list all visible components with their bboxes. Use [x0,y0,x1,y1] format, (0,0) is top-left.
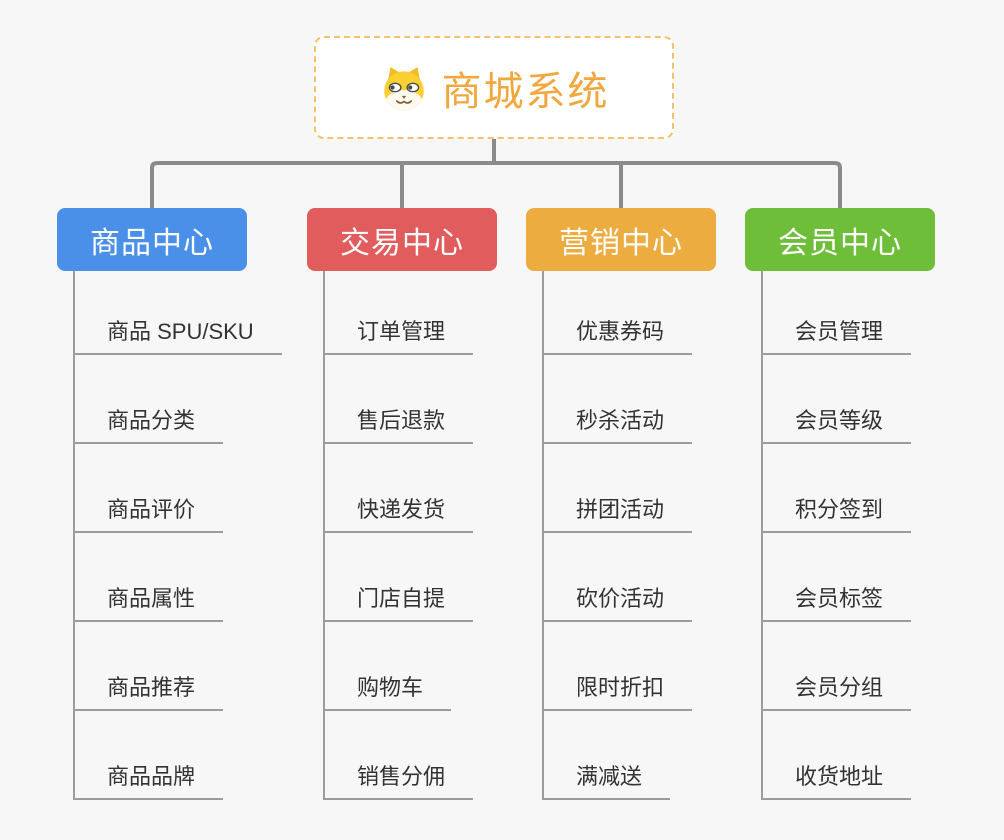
sub-topic-item[interactable]: 快递发货 [324,444,474,533]
sub-topic-label: 限时折扣 [576,675,665,700]
sub-topic-label: 门店自提 [357,586,446,611]
sub-topic-item[interactable]: 优惠券码 [543,271,693,355]
branch-trunk-line [73,271,75,800]
sub-topic-label: 售后退款 [357,408,446,433]
sub-topic-label: 商品 SPU/SKU [107,319,254,344]
sub-topic-item[interactable]: 订单管理 [324,271,474,355]
sub-topic-item[interactable]: 满减送 [543,711,671,800]
sub-topic-item[interactable]: 会员标签 [762,533,912,622]
branch-trunk-line [761,271,763,800]
sub-topic-label: 会员标签 [795,586,884,611]
sub-topic-item[interactable]: 秒杀活动 [543,355,693,444]
branch-items: 商品 SPU/SKU 商品分类商品评价商品属性商品推荐商品品牌 [74,271,282,800]
branch-trunk-line [323,271,325,800]
sub-topic-label: 销售分佣 [357,764,446,789]
sub-topic-label: 会员等级 [795,408,884,433]
sub-topic-label: 砍价活动 [576,586,665,611]
branch-column-3: 营销中心 优惠券码秒杀活动拼团活动砍价活动限时折扣满减送 [526,208,716,800]
branch-header-label: 会员中心 [778,226,902,260]
branch-column-2: 交易中心 订单管理售后退款快递发货门店自提购物车销售分佣 [307,208,497,800]
sub-topic-item[interactable]: 商品分类 [74,355,224,444]
root-title: 商城系统 [441,69,610,114]
sub-topic-label: 商品品牌 [107,764,196,789]
branch-items: 订单管理售后退款快递发货门店自提购物车销售分佣 [324,271,497,800]
branch-rail-line [150,161,842,208]
branch-header-label: 商品中心 [90,226,214,260]
sub-topic-label: 商品推荐 [107,675,196,700]
sub-topic-item[interactable]: 购物车 [324,622,452,711]
sub-topic-item[interactable]: 商品评价 [74,444,224,533]
branch-header[interactable]: 会员中心 [745,208,935,271]
sub-topic-label: 商品分类 [107,408,196,433]
sub-topic-label: 商品评价 [107,497,196,522]
dog-face-icon [379,63,429,113]
sub-topic-item[interactable]: 砍价活动 [543,533,693,622]
sub-topic-label: 商品属性 [107,586,196,611]
sub-topic-item[interactable]: 门店自提 [324,533,474,622]
sub-topic-item[interactable]: 限时折扣 [543,622,693,711]
branch-header-label: 交易中心 [340,226,464,260]
sub-topic-item[interactable]: 销售分佣 [324,711,474,800]
sub-topic-item[interactable]: 积分签到 [762,444,912,533]
sub-topic-label: 会员管理 [795,319,884,344]
sub-topic-item[interactable]: 拼团活动 [543,444,693,533]
sub-topic-item[interactable]: 会员等级 [762,355,912,444]
branch-items: 会员管理会员等级积分签到会员标签会员分组收货地址 [762,271,935,800]
sub-topic-label: 秒杀活动 [576,408,665,433]
sub-topic-label: 快递发货 [357,497,446,522]
sub-topic-label: 拼团活动 [576,497,665,522]
branches-row: 商品中心 商品 SPU/SKU 商品分类商品评价商品属性商品推荐商品品牌 交易中心… [0,208,1004,808]
sub-topic-label: 满减送 [576,764,643,789]
sub-topic-item[interactable]: 会员管理 [762,271,912,355]
root-node[interactable]: 商城系统 [314,36,674,139]
sub-topic-label: 积分签到 [795,497,884,522]
sub-topic-item[interactable]: 收货地址 [762,711,912,800]
branch-column-1: 商品中心 商品 SPU/SKU 商品分类商品评价商品属性商品推荐商品品牌 [57,208,282,800]
sub-topic-label: 订单管理 [357,319,446,344]
sub-topic-item[interactable]: 会员分组 [762,622,912,711]
branch-header[interactable]: 营销中心 [526,208,716,271]
sub-topic-label: 收货地址 [795,764,884,789]
sub-topic-item[interactable]: 售后退款 [324,355,474,444]
sub-topic-label: 优惠券码 [576,319,665,344]
sub-topic-item[interactable]: 商品属性 [74,533,224,622]
sub-topic-label: 会员分组 [795,675,884,700]
branch-trunk-line [542,271,544,800]
sub-topic-item[interactable]: 商品推荐 [74,622,224,711]
branch-column-4: 会员中心 会员管理会员等级积分签到会员标签会员分组收货地址 [745,208,935,800]
sub-topic-label: 购物车 [357,675,424,700]
branch-items: 优惠券码秒杀活动拼团活动砍价活动限时折扣满减送 [543,271,716,800]
sub-topic-item[interactable]: 商品品牌 [74,711,224,800]
branch-header-label: 营销中心 [559,226,683,260]
sub-topic-item[interactable]: 商品 SPU/SKU [74,271,282,355]
branch-header[interactable]: 商品中心 [57,208,247,271]
branch-header[interactable]: 交易中心 [307,208,497,271]
